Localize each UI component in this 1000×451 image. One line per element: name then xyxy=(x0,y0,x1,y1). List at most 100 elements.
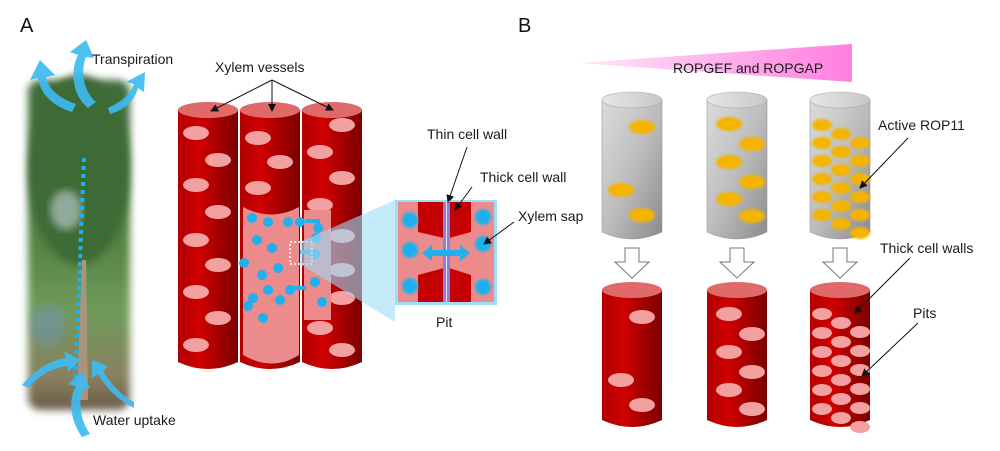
pit xyxy=(812,403,832,415)
pit xyxy=(831,336,851,348)
pit xyxy=(831,412,851,424)
gradient-label: ROPGEF and ROPGAP xyxy=(673,60,823,76)
pit xyxy=(812,365,832,377)
active-rop11-patch xyxy=(850,191,870,203)
pit xyxy=(183,233,209,247)
pit xyxy=(608,373,634,387)
pit xyxy=(329,291,355,305)
cell-top xyxy=(601,91,663,109)
xylem-vessel xyxy=(178,102,238,369)
sap-drop xyxy=(275,295,285,305)
vessel-cylinder xyxy=(602,290,662,427)
pit xyxy=(716,307,742,321)
pit xyxy=(205,205,231,219)
xylem-vessels-pointers xyxy=(210,79,334,112)
thick-cell-wall-upper-left xyxy=(418,202,444,238)
pit xyxy=(831,393,851,405)
xylem-vessels-label: Xylem vessels xyxy=(215,59,304,75)
sap-drop xyxy=(243,301,253,311)
pit xyxy=(307,321,333,335)
active-rop11-patch xyxy=(850,137,870,149)
pit xyxy=(850,364,870,376)
active-rop11-patch xyxy=(812,155,832,167)
pit xyxy=(831,317,851,329)
active-rop11-patch xyxy=(831,218,851,230)
stage-low xyxy=(601,91,663,427)
zoom-projection xyxy=(300,200,395,322)
down-arrow-icon xyxy=(718,247,756,279)
pit xyxy=(205,311,231,325)
pit xyxy=(307,145,333,159)
bidirectional-flow-arrow-icon xyxy=(422,245,470,261)
active-rop11-patch xyxy=(850,155,870,167)
active-rop11-patch xyxy=(716,117,742,131)
pits-label: Pits xyxy=(913,305,936,321)
vessel-top xyxy=(602,282,662,298)
tree-photo xyxy=(28,75,130,410)
pit xyxy=(850,383,870,395)
sap-drop xyxy=(248,293,258,303)
pit xyxy=(183,285,209,299)
pit xyxy=(245,131,271,145)
pit xyxy=(831,374,851,386)
active-rop11-patch xyxy=(716,155,742,169)
active-rop11-patch xyxy=(608,183,634,197)
pit xyxy=(183,338,209,352)
active-rop11-patch xyxy=(629,120,655,134)
pit xyxy=(831,355,851,367)
active-rop11-patch xyxy=(812,119,832,131)
cell-top xyxy=(706,91,768,109)
vessel-top xyxy=(178,102,238,118)
panel-label-b: B xyxy=(518,15,531,37)
pit xyxy=(850,345,870,357)
sap-drop xyxy=(313,223,323,233)
pit xyxy=(183,178,209,192)
pit xyxy=(716,345,742,359)
pit xyxy=(267,155,293,169)
active-rop11-patch xyxy=(739,175,765,189)
xylem-sap-label: Xylem sap xyxy=(518,208,584,224)
water-uptake-arrows-icon xyxy=(22,351,134,437)
active-rop11-patch xyxy=(739,137,765,151)
pit xyxy=(629,310,655,324)
sap-drop xyxy=(263,285,273,295)
stage-medium xyxy=(706,91,768,427)
pit xyxy=(716,383,742,397)
pit xyxy=(739,365,765,379)
panel-label-a: A xyxy=(20,15,34,37)
thick-cell-wall-label: Thick cell wall xyxy=(480,169,566,185)
active-rop11-patch xyxy=(850,209,870,221)
rop-stages xyxy=(601,91,871,433)
pit xyxy=(629,398,655,412)
pit xyxy=(812,384,832,396)
active-rop11-patch xyxy=(831,146,851,158)
pit xyxy=(329,171,355,185)
cell-cylinder xyxy=(601,99,663,240)
active-rop11-patch xyxy=(739,209,765,223)
thick-cell-walls-label: Thick cell walls xyxy=(880,240,973,256)
pit xyxy=(205,258,231,272)
pit xyxy=(812,308,832,320)
pit xyxy=(850,402,870,414)
active-rop11-patch xyxy=(812,191,832,203)
sap-drop xyxy=(247,213,257,223)
sap-drop xyxy=(283,217,293,227)
active-rop11-label: Active ROP11 xyxy=(878,117,965,133)
sap-drop xyxy=(239,258,249,268)
transpiration-arrows-icon xyxy=(30,40,145,114)
active-rop11-patch xyxy=(812,173,832,185)
active-rop11-patch xyxy=(812,137,832,149)
transpiration-label: Transpiration xyxy=(92,51,173,67)
down-arrow-icon xyxy=(821,247,859,279)
pit xyxy=(812,346,832,358)
pit xyxy=(850,326,870,338)
sap-drop xyxy=(263,217,273,227)
water-flow-dotted-line xyxy=(73,157,86,389)
active-rop11-patch xyxy=(831,128,851,140)
active-rop11-patch xyxy=(831,164,851,176)
pit xyxy=(205,153,231,167)
pit xyxy=(739,327,765,341)
sap-drop xyxy=(252,235,262,245)
sap-drop xyxy=(295,217,305,227)
